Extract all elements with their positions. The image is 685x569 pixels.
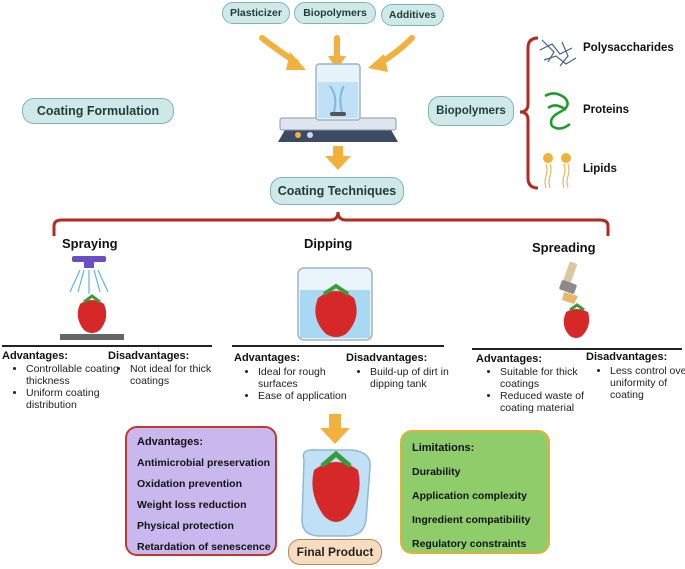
- spraying-advantages-list: Controllable coating thickness Uniform c…: [12, 363, 126, 411]
- spreading-disadvantages-list: Less control over uniformity of coating: [596, 365, 685, 401]
- list-item: Physical protection: [137, 520, 234, 532]
- dipping-disadvantages-title: Disadvantages:: [346, 352, 428, 364]
- list-item: Oxidation prevention: [137, 478, 243, 490]
- list-item: Weight loss reduction: [137, 499, 247, 511]
- spreading-illustration: [559, 261, 590, 338]
- dipping-advantages-title: Advantages:: [234, 352, 301, 364]
- spreading-disadvantages-title: Disadvantages:: [586, 351, 668, 363]
- dipping-illustration: [297, 267, 373, 341]
- list-item: Ideal for rough surfaces: [258, 366, 366, 390]
- limitations-box: Limitations: Durability Application comp…: [400, 430, 550, 554]
- spraying-divider: [2, 345, 212, 347]
- biopolymer-bracket: [519, 36, 539, 190]
- lipids-icon: [543, 153, 571, 189]
- list-item: Antimicrobial preservation: [137, 457, 271, 469]
- list-item: Suitable for thick coatings: [500, 366, 604, 390]
- list-item: Reduced waste of coating material: [500, 390, 604, 414]
- dipping-disadvantages-list: Build-up of dirt in dipping tank: [356, 366, 462, 390]
- biopolymers-label: Biopolymers: [428, 96, 514, 126]
- polysaccharides-icon: [539, 39, 577, 67]
- method-spraying-title: Spraying: [62, 236, 118, 251]
- spreading-divider: [472, 348, 682, 350]
- spraying-disadvantages-title: Disadvantages:: [108, 350, 190, 362]
- method-spreading-title: Spreading: [532, 240, 596, 255]
- list-item: Less control over uniformity of coating: [610, 365, 685, 401]
- biopolymer-type-proteins: Proteins: [583, 104, 630, 116]
- stirrer-beaker-icon: [278, 63, 398, 142]
- list-item: Not ideal for thick coatings: [130, 363, 226, 387]
- biopolymer-type-polysaccharides: Polysaccharides: [583, 42, 674, 54]
- list-item: Regulatory constraints: [412, 538, 527, 550]
- list-item: Application complexity: [412, 490, 527, 502]
- proteins-icon: [544, 92, 571, 130]
- dipping-divider: [232, 345, 444, 347]
- list-item: Retardation of senescence: [137, 541, 271, 553]
- list-item: Ease of application: [258, 390, 366, 402]
- final-product-strawberry-icon: [301, 448, 371, 537]
- spreading-advantages-list: Suitable for thick coatings Reduced wast…: [486, 366, 604, 414]
- list-item: Ingredient compatibility: [412, 514, 531, 526]
- dipping-advantages-list: Ideal for rough surfaces Ease of applica…: [244, 366, 366, 402]
- spraying-illustration: [60, 256, 124, 340]
- limitations-title: Limitations:: [412, 442, 475, 454]
- final-product-label: Final Product: [288, 539, 382, 565]
- input-additives: Additives: [381, 4, 444, 26]
- coating-techniques-label: Coating Techniques: [270, 177, 404, 205]
- product-advantages-title: Advantages:: [137, 436, 204, 448]
- list-item: Controllable coating thickness: [26, 363, 126, 387]
- coating-formulation-label: Coating Formulation: [22, 98, 174, 124]
- input-biopolymers: Biopolymers: [294, 2, 376, 24]
- method-dipping-title: Dipping: [304, 236, 353, 251]
- biopolymer-type-lipids: Lipids: [583, 163, 617, 175]
- techniques-bracket: [52, 211, 610, 236]
- spreading-advantages-title: Advantages:: [476, 353, 543, 365]
- list-item: Build-up of dirt in dipping tank: [370, 366, 462, 390]
- arrow-to-final-product: [320, 414, 350, 444]
- input-plasticizer: Plasticizer: [222, 2, 290, 24]
- arrow-to-techniques: [325, 146, 351, 170]
- list-item: Uniform coating distribution: [26, 387, 126, 411]
- spraying-disadvantages-list: Not ideal for thick coatings: [116, 363, 226, 387]
- product-advantages-box: Advantages: Antimicrobial preservation O…: [125, 426, 277, 556]
- input-arrowheads: [286, 52, 388, 72]
- spraying-advantages-title: Advantages:: [2, 350, 69, 362]
- list-item: Durability: [412, 466, 461, 478]
